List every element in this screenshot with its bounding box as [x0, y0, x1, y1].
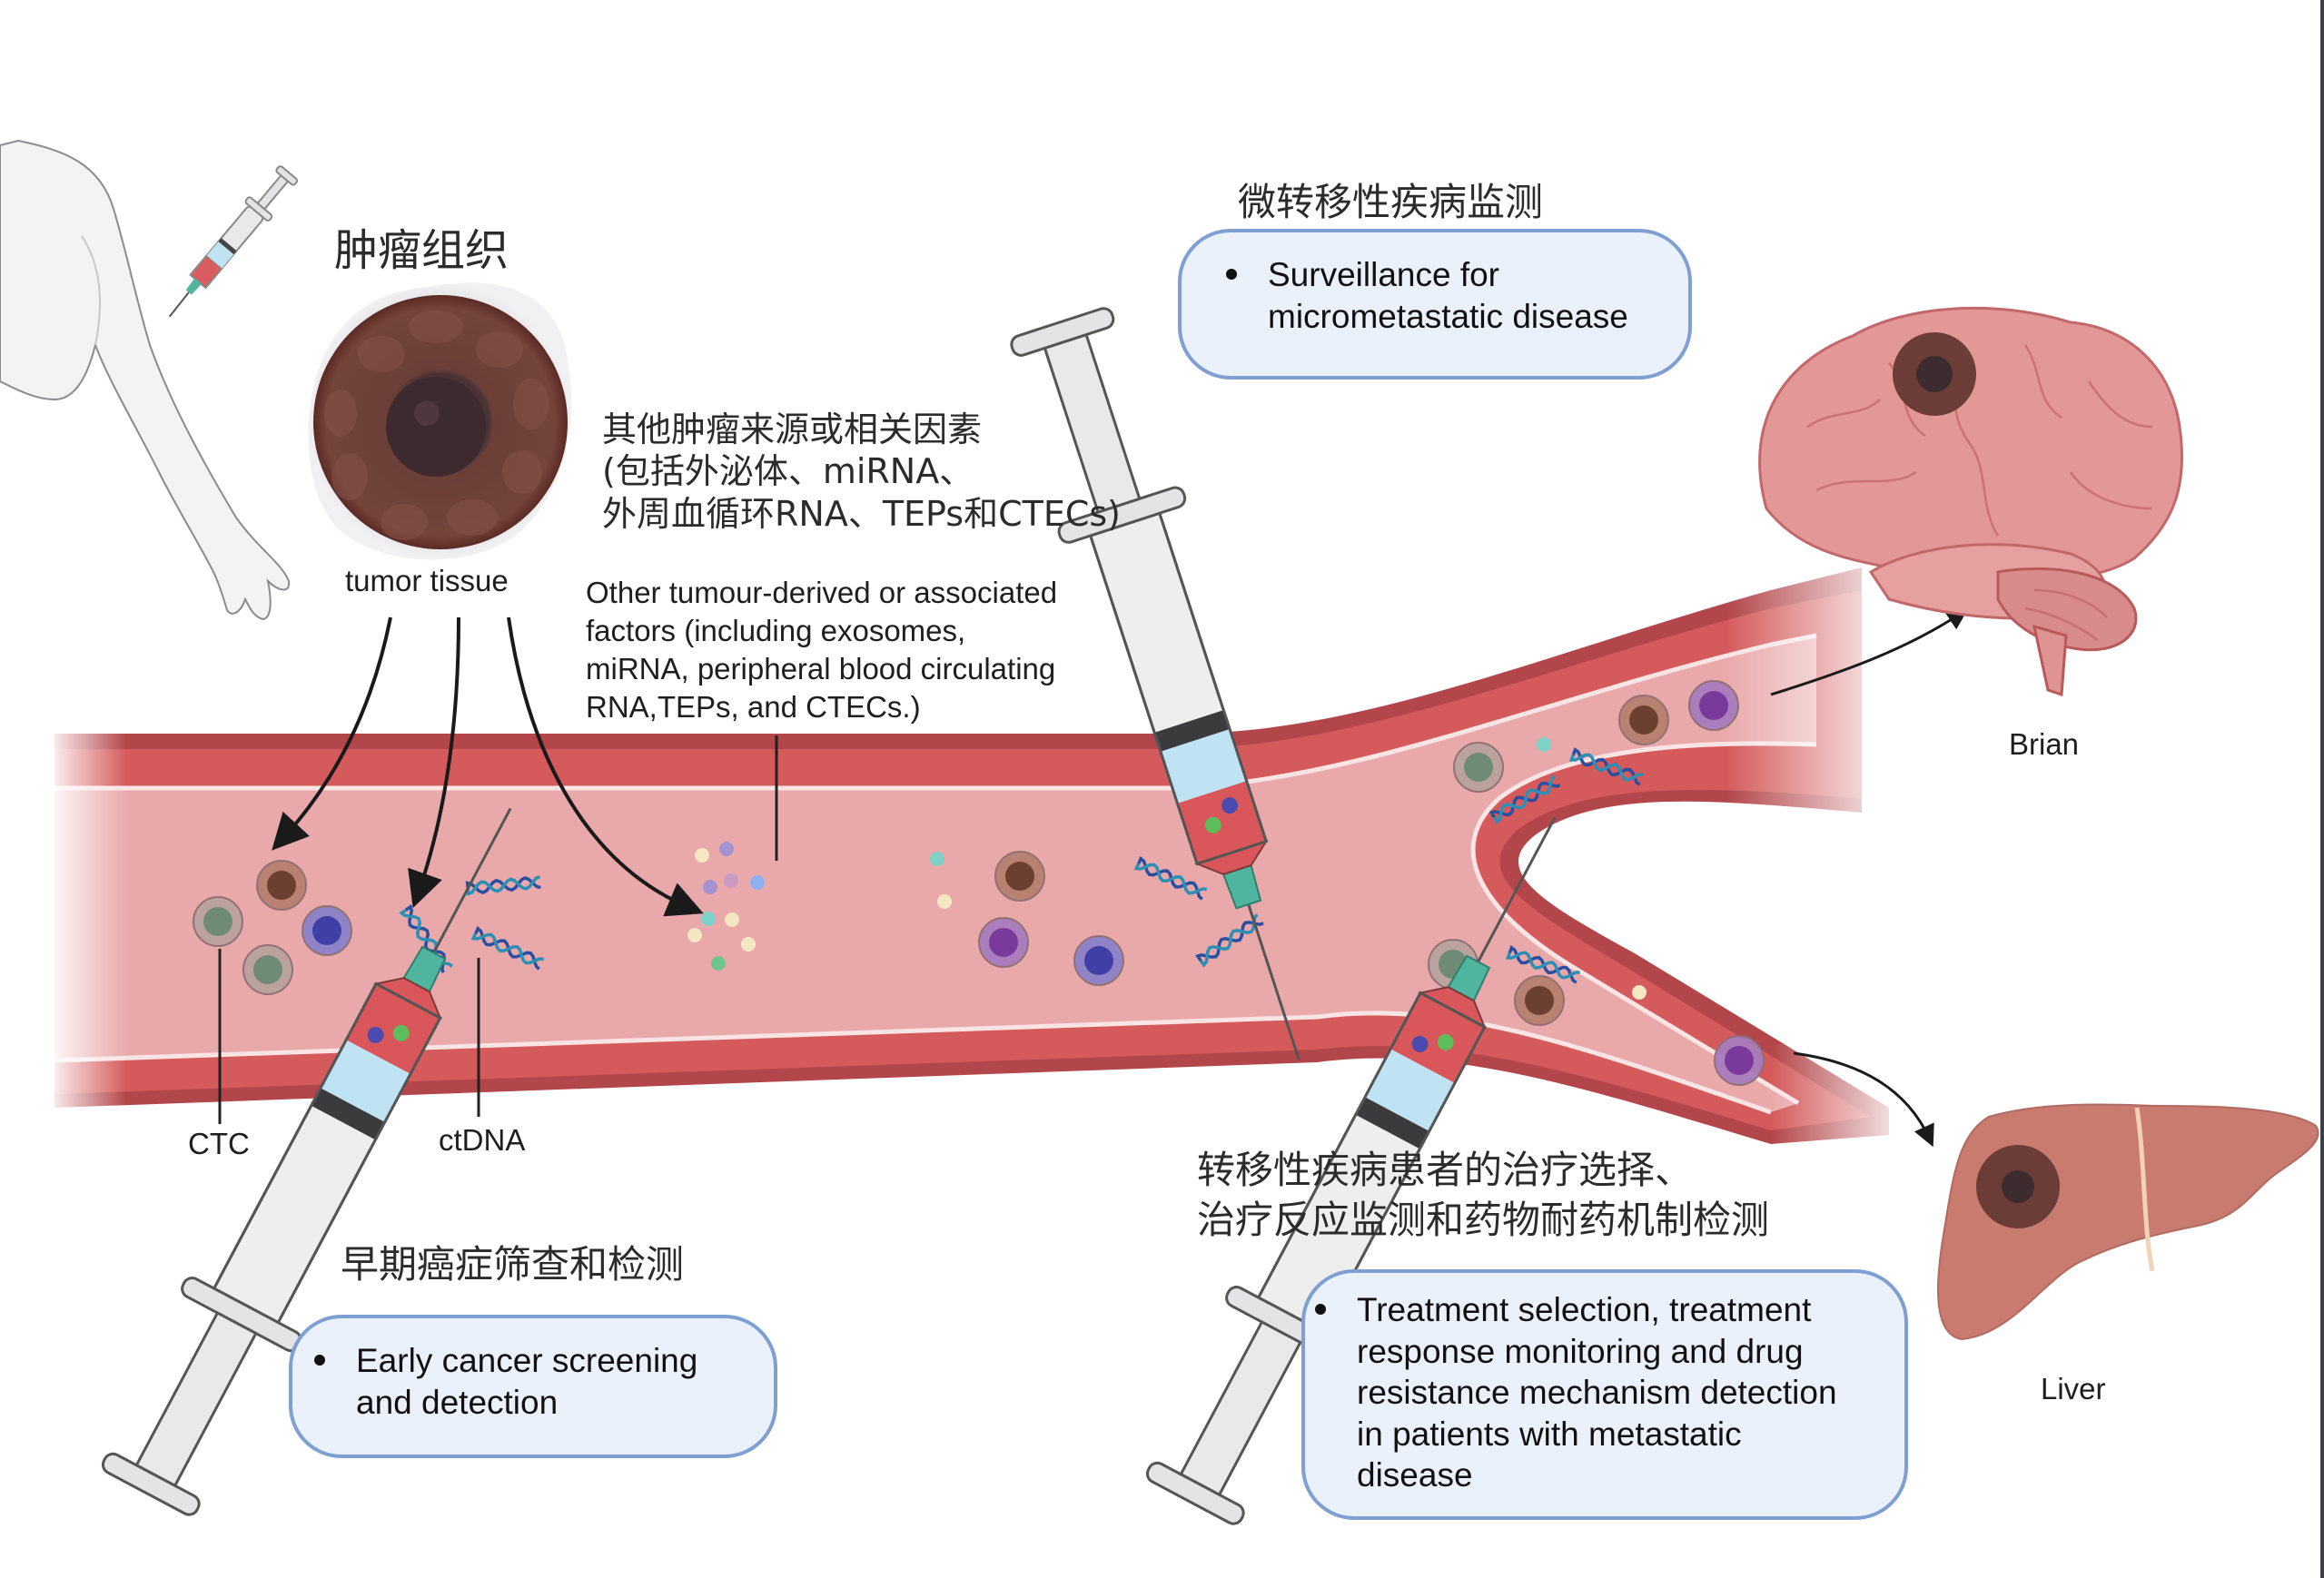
- bullet-dot-icon: [1226, 269, 1237, 280]
- bullet-dot-icon: [1315, 1304, 1326, 1315]
- arrow-to-brain: [1770, 608, 1969, 696]
- dna-strand-icon: [465, 874, 541, 896]
- ctc-label: CTC: [188, 1127, 250, 1160]
- left-syringe-icon: [101, 807, 512, 1516]
- tumor-cell-icon: [994, 851, 1045, 902]
- ctdna-label: ctDNA: [439, 1123, 526, 1157]
- arrow-to-ctdna: [408, 616, 460, 909]
- micrometastatic-heading-zh: 微转移性疾病监测: [1238, 180, 1544, 224]
- frame-border: [2320, 0, 2324, 1578]
- tumor-tissue-label: tumor tissue: [345, 564, 509, 597]
- other-factors-en-line: factors (including exosomes,: [586, 613, 966, 647]
- blood-cell-icon: [1688, 680, 1739, 731]
- dna-strand-icon: [470, 925, 545, 971]
- exosome-particle-icon: [719, 842, 734, 856]
- other-factors-heading-zh: 其他肿瘤来源或相关因素 (包括外泌体、miRNA、 外周血循环RNA、TEPs和…: [602, 409, 1121, 535]
- top-syringe-icon: [1010, 307, 1300, 1060]
- other-factors-zh-line: (包括外泌体、miRNA、: [602, 451, 974, 492]
- brain-organ-icon: [1758, 306, 2184, 697]
- dna-strand-icon: [1505, 944, 1580, 984]
- ctc-cell-icon: [193, 896, 243, 947]
- syringes-layer: [101, 307, 1557, 1525]
- blood-cell-icon: [302, 905, 352, 956]
- other-factors-zh-line: 其他肿瘤来源或相关因素: [602, 409, 983, 449]
- arm-blood-draw-icon: [0, 139, 299, 621]
- micrometastatic-bullet: Surveillance for micrometastatic disease: [1226, 254, 1670, 339]
- arrow-to-ctc: [272, 616, 392, 851]
- other-factors-en-line: RNA,TEPs, and CTECs.): [586, 689, 921, 724]
- blood-cell-icon: [978, 917, 1029, 968]
- bullet-dot-icon: [314, 1355, 325, 1366]
- exosome-particle-icon: [1632, 985, 1647, 1000]
- exosome-particle-icon: [741, 937, 756, 952]
- early-screening-box: Early cancer screening and detection: [289, 1315, 777, 1458]
- micrometastatic-bullet-text: Surveillance for micrometastatic disease: [1268, 256, 1628, 336]
- tumor-tissue-heading-zh: 肿瘤组织: [334, 225, 509, 276]
- early-screening-bullet-text: Early cancer screening and detection: [356, 1342, 698, 1422]
- exosome-particle-icon: [701, 912, 716, 926]
- liver-organ-icon: [1937, 1103, 2319, 1341]
- blood-cell-icon: [1714, 1035, 1765, 1086]
- dna-strand-icon: [1488, 774, 1561, 825]
- other-factors-zh-line: 外周血循环RNA、TEPs和CTECs): [602, 493, 1122, 534]
- cells-layer: [193, 680, 1765, 1086]
- particles-layer: [687, 737, 1647, 1000]
- arrow-to-liver: [1793, 1051, 1934, 1148]
- exosome-particle-icon: [937, 894, 952, 909]
- tumor-cell-icon: [256, 860, 307, 911]
- ctc-cell-icon: [242, 944, 293, 995]
- liver-label: Liver: [2041, 1372, 2106, 1405]
- exosome-particle-icon: [930, 852, 944, 866]
- other-factors-en-line: Other tumour-derived or associated: [586, 576, 1058, 609]
- treatment-box: Treatment selection, treatment response …: [1301, 1269, 1908, 1520]
- treatment-heading-zh: 转移性疾病患者的治疗选择、 治疗反应监测和药物耐药机制检测: [1197, 1146, 1769, 1245]
- treatment-heading-zh-line: 转移性疾病患者的治疗选择、: [1197, 1148, 1694, 1192]
- exosome-particle-icon: [687, 928, 702, 942]
- other-factors-description: Other tumour-derived or associated facto…: [586, 574, 1057, 726]
- micrometastatic-box: Surveillance for micrometastatic disease: [1178, 229, 1692, 380]
- exosome-particle-icon: [724, 873, 738, 888]
- brain-label: Brian: [2009, 727, 2080, 761]
- ctc-cell-icon: [1453, 742, 1504, 793]
- treatment-heading-zh-line: 治疗反应监测和药物耐药机制检测: [1197, 1197, 1770, 1242]
- exosome-particle-icon: [1537, 737, 1551, 752]
- arrow-to-factors: [507, 616, 704, 917]
- exosome-particle-icon: [695, 848, 709, 863]
- other-factors-en-line: miRNA, peripheral blood circulating: [586, 651, 1056, 685]
- early-screening-heading-zh: 早期癌症筛查和检测: [341, 1242, 685, 1287]
- tumor-tissue-image: [308, 282, 572, 560]
- exosome-particle-icon: [711, 956, 726, 971]
- exosome-particle-icon: [750, 875, 765, 890]
- dna-strand-icon: [1133, 855, 1208, 901]
- dna-strand-icon: [1568, 746, 1644, 786]
- dna-strand-icon: [1195, 913, 1264, 968]
- tumor-release-arrows: [272, 616, 704, 917]
- treatment-bullet: Treatment selection, treatment response …: [1315, 1289, 1895, 1496]
- early-screening-bullet: Early cancer screening and detection: [314, 1340, 756, 1425]
- treatment-bullet-text: Treatment selection, treatment response …: [1357, 1291, 1837, 1494]
- blood-cell-icon: [1073, 935, 1124, 986]
- exosome-particle-icon: [703, 880, 717, 894]
- exosome-particle-icon: [725, 912, 739, 927]
- tumor-cell-icon: [1618, 695, 1669, 745]
- tumor-cell-icon: [1514, 975, 1565, 1026]
- right-syringe-icon: [1145, 816, 1557, 1525]
